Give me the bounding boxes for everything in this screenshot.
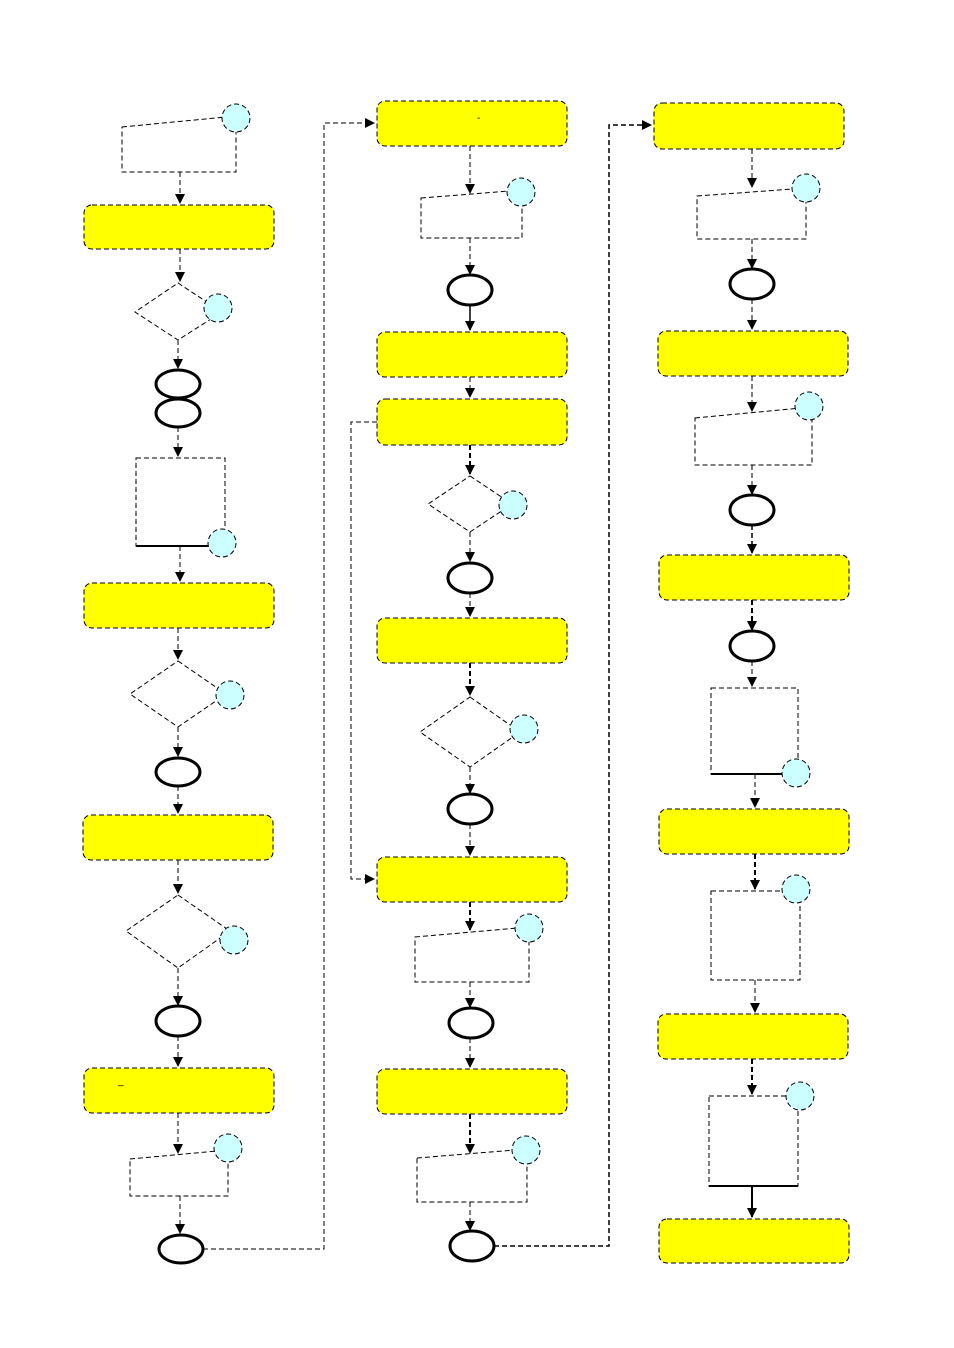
decision-diamond (129, 660, 227, 728)
connector-circle (791, 173, 821, 203)
terminal-ellipse (728, 267, 776, 301)
column-2: - (376, 100, 568, 1263)
document-box (710, 687, 799, 775)
process-box (376, 398, 568, 446)
manual-input-shape (696, 187, 807, 240)
connector-circle (215, 680, 245, 710)
process-box (376, 1068, 568, 1115)
decision-diamond (125, 894, 231, 969)
terminal-ellipse (154, 397, 202, 429)
connector-circle (511, 1135, 541, 1165)
manual-input-shape (416, 1148, 528, 1203)
connector-line (350, 421, 377, 884)
connector-circle (203, 293, 233, 323)
process-box (658, 554, 850, 601)
terminal-ellipse (157, 1233, 205, 1265)
connector-circle (221, 103, 251, 133)
process-box (657, 1013, 849, 1060)
col2-box1-mark: - (477, 113, 480, 124)
connector-circle (506, 177, 536, 207)
process-box (376, 331, 568, 378)
terminal-ellipse (728, 493, 776, 527)
connector-line (494, 120, 652, 1247)
process-box (376, 100, 568, 147)
terminal-ellipse (154, 1004, 202, 1038)
decision-diamond (419, 696, 521, 768)
manual-input-shape (129, 1149, 229, 1197)
process-box (83, 204, 275, 250)
terminal-ellipse (154, 368, 202, 400)
process-box (83, 582, 275, 629)
terminal-ellipse (446, 561, 494, 595)
process-box (658, 1218, 850, 1264)
process-box (83, 1067, 275, 1114)
connector-circle (207, 528, 237, 558)
terminal-ellipse (728, 629, 776, 663)
process-box (376, 617, 568, 664)
connector-circle (213, 1133, 243, 1163)
process-box (82, 814, 274, 861)
connector-circle (509, 714, 539, 744)
connector-circle (219, 925, 249, 955)
manual-input-shape (414, 926, 530, 983)
manual-input-shape (694, 406, 813, 466)
column-3 (653, 102, 850, 1264)
connector-line (203, 118, 375, 1250)
process-box (658, 808, 850, 855)
col1-box5-mark: _ (117, 1076, 124, 1087)
process-box (657, 330, 849, 377)
connector-circle (794, 391, 824, 421)
terminal-ellipse (446, 273, 494, 307)
manual-input-shape (420, 189, 523, 239)
connector-circle (514, 913, 544, 943)
terminal-ellipse (154, 756, 202, 788)
terminal-ellipse (446, 792, 494, 826)
document-box (135, 457, 226, 547)
terminal-ellipse (448, 1229, 496, 1263)
connector-circle (785, 1081, 815, 1111)
process-box (376, 856, 568, 903)
terminal-ellipse (447, 1006, 495, 1040)
document-box (708, 1095, 799, 1187)
manual-input-shape (121, 115, 237, 173)
connector-circle (781, 758, 811, 788)
connector-circle (781, 874, 811, 904)
process-box (653, 102, 845, 150)
connector-circle (498, 490, 528, 520)
document-box (710, 890, 801, 981)
column-1: _ (82, 103, 275, 1265)
